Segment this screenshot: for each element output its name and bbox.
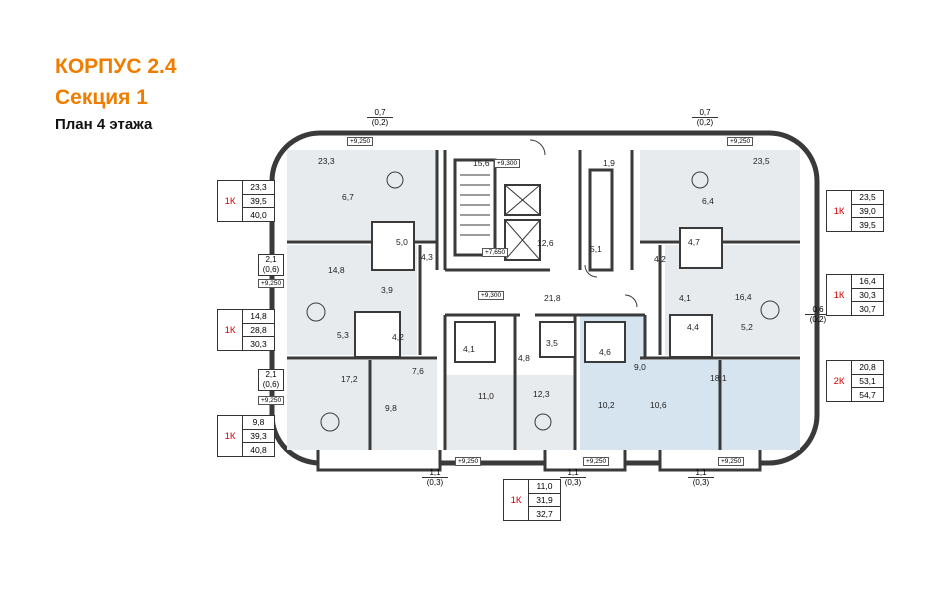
room-label: 10,6: [650, 400, 667, 410]
room-label: 23,5: [753, 156, 770, 166]
level-tag: +9,250: [718, 457, 745, 466]
apt-fill-4: [445, 375, 575, 450]
level-tag: +7,650: [482, 248, 509, 257]
bath-6: [679, 227, 723, 269]
room-label: 3,5: [546, 338, 558, 348]
level-tag: +9,250: [455, 457, 482, 466]
room-label: 5,1: [590, 244, 602, 254]
room-label: 1,9: [603, 158, 615, 168]
room-label: 4,1: [463, 344, 475, 354]
room-label: 16,4: [735, 292, 752, 302]
level-tag: +9,250: [258, 396, 285, 405]
level-tag: +9,300: [478, 291, 505, 300]
room-label: 5,3: [337, 330, 349, 340]
bay-3: [658, 450, 762, 472]
room-label: 9,0: [634, 362, 646, 372]
room-label: 4,2: [392, 332, 404, 342]
building-title: КОРПУС 2.4: [55, 55, 177, 78]
level-tag: +9,250: [727, 137, 754, 146]
room-label: 4,2: [654, 254, 666, 264]
room-label: 12,3: [533, 389, 550, 399]
room-label: 23,3: [318, 156, 335, 166]
room-label: 11,0: [478, 391, 494, 401]
room-label: 4,8: [518, 353, 530, 363]
balcony-label: 0,7(0,2): [367, 108, 393, 127]
room-label: 7,6: [412, 366, 424, 376]
bay-1: [316, 450, 442, 472]
room-label: 21,8: [544, 293, 561, 303]
apt-fill-5: [640, 150, 800, 240]
balcony-label: 1,1(0,3): [688, 468, 714, 487]
balcony-label: 1,1(0,3): [422, 468, 448, 487]
room-label: 6,7: [342, 192, 354, 202]
room-label: 5,2: [741, 322, 753, 332]
room-label: 4,3: [421, 252, 433, 262]
bath-7: [669, 314, 713, 358]
room-label: 10,2: [598, 400, 615, 410]
room-label: 4,6: [599, 347, 611, 357]
room-label: 18,1: [710, 373, 727, 383]
room-label: 6,4: [702, 196, 714, 206]
bath-1: [371, 221, 415, 271]
balcony-label: 0,6(0,2): [805, 305, 831, 324]
bath-3: [454, 321, 496, 363]
balcony-box: 2,1(0,6): [258, 369, 284, 391]
room-label: 4,7: [688, 237, 700, 247]
room-label: 4,1: [679, 293, 691, 303]
room-label: 5,0: [396, 237, 408, 247]
balcony-label: 1,1(0,3): [560, 468, 586, 487]
room-label: 17,2: [341, 374, 358, 384]
apt-fill-3: [287, 360, 437, 450]
room-label: 4,4: [687, 322, 699, 332]
level-tag: +9,250: [583, 457, 610, 466]
stair: [453, 158, 497, 257]
level-tag: +9,250: [347, 137, 374, 146]
shaft: [588, 168, 614, 272]
floor-plan-title: План 4 этажа: [55, 116, 153, 133]
room-label: 3,9: [381, 285, 393, 295]
level-tag: +9,300: [494, 159, 521, 168]
room-label: 9,8: [385, 403, 397, 413]
bath-2: [354, 311, 401, 358]
section-title: Секция 1: [55, 86, 148, 109]
room-label: 14,8: [328, 265, 345, 275]
room-label: 15,6: [473, 158, 490, 168]
level-tag: +9,250: [258, 279, 285, 288]
bath-4: [539, 321, 576, 358]
balcony-box: 2,1(0,6): [258, 254, 284, 276]
room-label: 12,6: [537, 238, 554, 248]
bath-5: [584, 321, 626, 363]
apt-fill-2k: [580, 315, 800, 450]
balcony-label: 0,7(0,2): [692, 108, 718, 127]
